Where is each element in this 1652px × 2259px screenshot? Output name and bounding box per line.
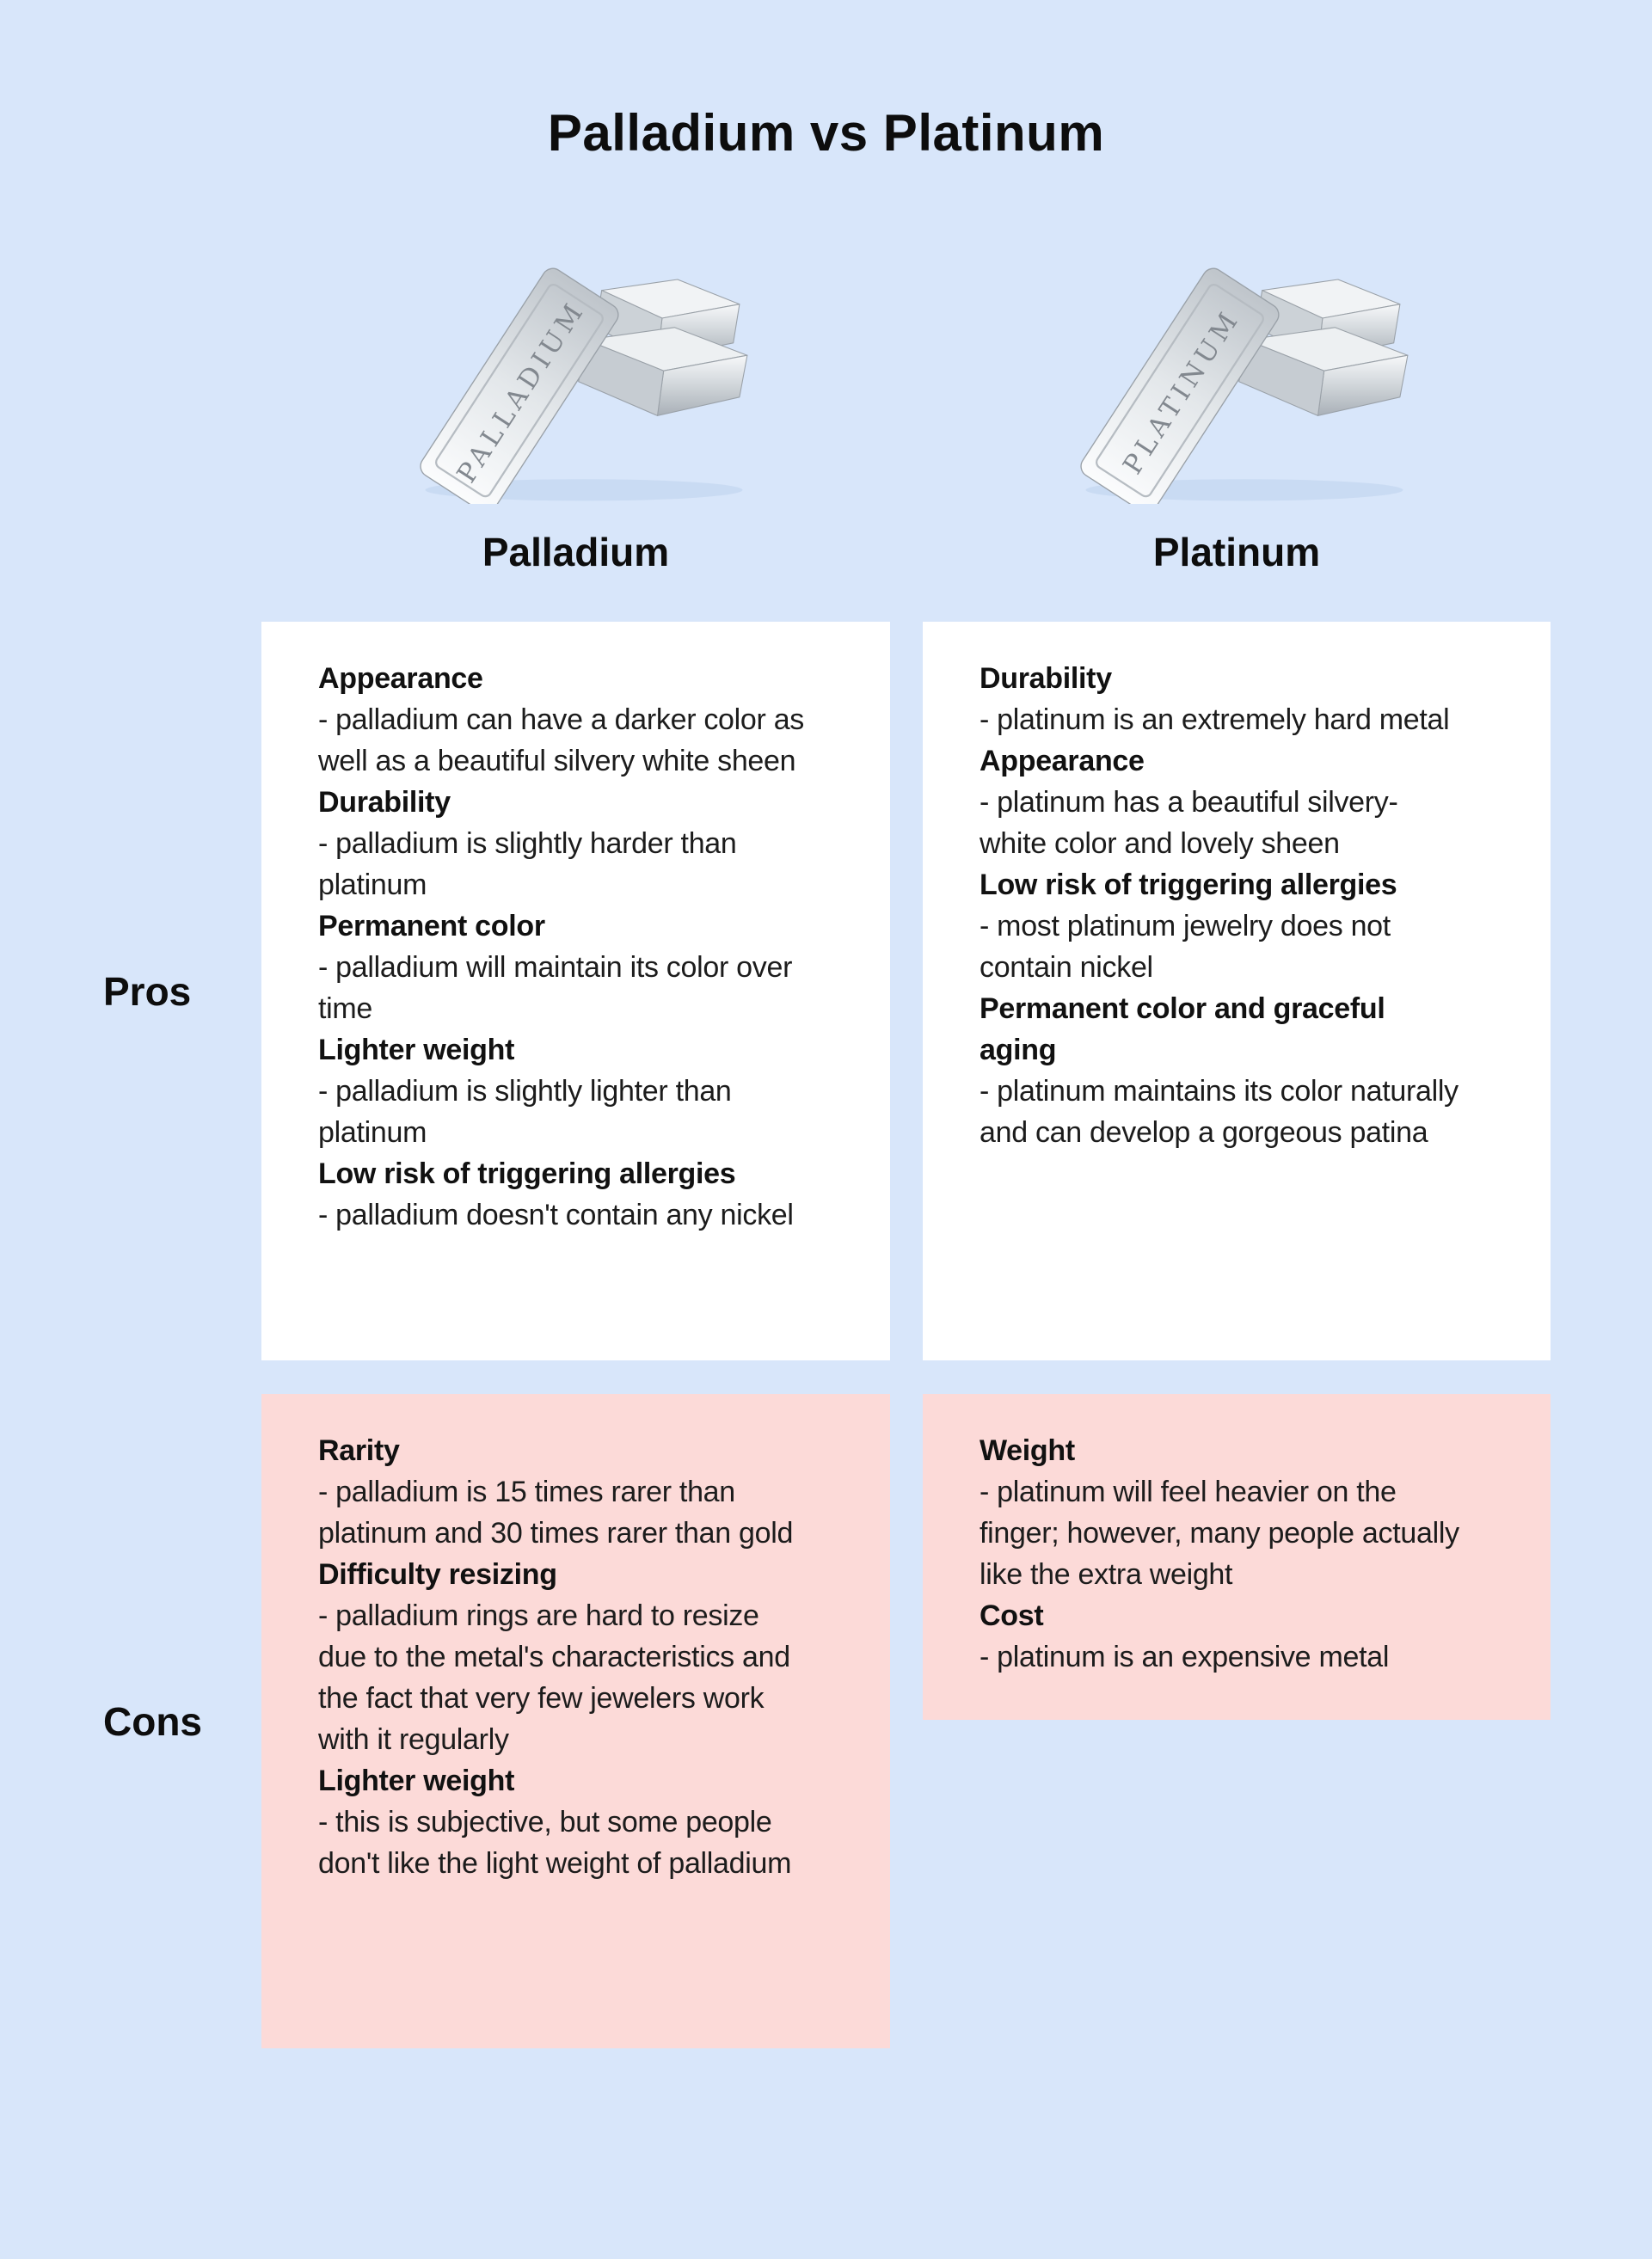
benefit-heading: Durability: [318, 786, 451, 819]
infographic-page: { "page": { "title": "Palladium vs Plati…: [0, 103, 1652, 2259]
benefit-heading: Weight: [980, 1434, 1075, 1467]
pros-row-label: Pros: [103, 968, 192, 1014]
platinum-pros-box: Durability - platinum is an extremely har…: [923, 622, 1551, 1360]
benefit-detail: - palladium is 15 times rarer than plati…: [318, 1476, 794, 1550]
column-header-palladium: Palladium: [482, 530, 670, 574]
benefit-detail: - platinum has a beautiful silvery-white…: [980, 786, 1398, 860]
benefit-heading: Cost: [980, 1599, 1044, 1632]
benefit-detail: - platinum is an expensive metal: [980, 1641, 1390, 1673]
cons-row-label: Cons: [103, 1698, 202, 1744]
benefit-heading: Low risk of triggering allergies: [318, 1157, 736, 1190]
spacer-cell: [0, 531, 229, 574]
platinum-image-cell: PLATINUM: [923, 241, 1551, 504]
palladium-pros-box: Appearance - palladium can have a darker …: [261, 622, 890, 1360]
page-title: Palladium vs Platinum: [547, 104, 1105, 162]
spacer-cell: [0, 241, 229, 504]
benefit-detail: - palladium is slightly harder than plat…: [318, 827, 737, 901]
palladium-ingots-image: PALLADIUM: [419, 267, 747, 504]
headers-row: Palladium Platinum: [0, 531, 1551, 574]
benefit-detail: - palladium will maintain its color over…: [318, 951, 793, 1025]
benefit-detail: - palladium doesn't contain any nickel: [318, 1199, 794, 1231]
benefit-heading: Permanent color and graceful aging: [980, 992, 1385, 1066]
benefit-detail: - palladium is slightly lighter than pla…: [318, 1075, 732, 1149]
benefit-detail: - this is subjective, but some people do…: [318, 1806, 792, 1880]
benefit-heading: Low risk of triggering allergies: [980, 869, 1397, 901]
cons-row: Cons Rarity - palladium is 15 times rarer…: [0, 1394, 1551, 2048]
benefit-detail: - palladium rings are hard to resize due…: [318, 1599, 790, 1756]
benefit-heading: Lighter weight: [318, 1765, 515, 1797]
column-header-platinum: Platinum: [1152, 530, 1321, 574]
benefit-detail: - platinum is an extremely hard metal: [980, 703, 1450, 736]
palladium-cons-box: Rarity - palladium is 15 times rarer than…: [261, 1394, 890, 2048]
benefit-detail: - palladium can have a darker color as w…: [318, 703, 805, 777]
benefit-heading: Appearance: [318, 662, 483, 695]
pros-row: Pros Appearance - palladium can have a da…: [0, 622, 1551, 1360]
platinum-cons-box: Weight - platinum will feel heavier on th…: [923, 1394, 1551, 1720]
benefit-detail: - platinum will feel heavier on the fing…: [980, 1476, 1459, 1591]
benefit-detail: - most platinum jewelry does not contain…: [980, 910, 1391, 984]
benefit-heading: Durability: [980, 662, 1112, 695]
ingot-stack-back: [577, 279, 747, 416]
benefit-heading: Appearance: [980, 745, 1145, 777]
benefit-heading: Difficulty resizing: [318, 1558, 557, 1591]
ingot-front: PLATINUM: [1080, 267, 1280, 504]
images-row: PALLADIUM: [0, 241, 1551, 504]
benefit-heading: Rarity: [318, 1434, 400, 1467]
ingot-stack-back: [1238, 279, 1409, 416]
benefit-heading: Lighter weight: [318, 1034, 515, 1066]
benefit-detail: - platinum maintains its color naturally…: [980, 1075, 1459, 1149]
palladium-image-cell: PALLADIUM: [261, 241, 890, 504]
platinum-ingots-image: PLATINUM: [1080, 267, 1409, 504]
benefit-heading: Permanent color: [318, 910, 545, 942]
